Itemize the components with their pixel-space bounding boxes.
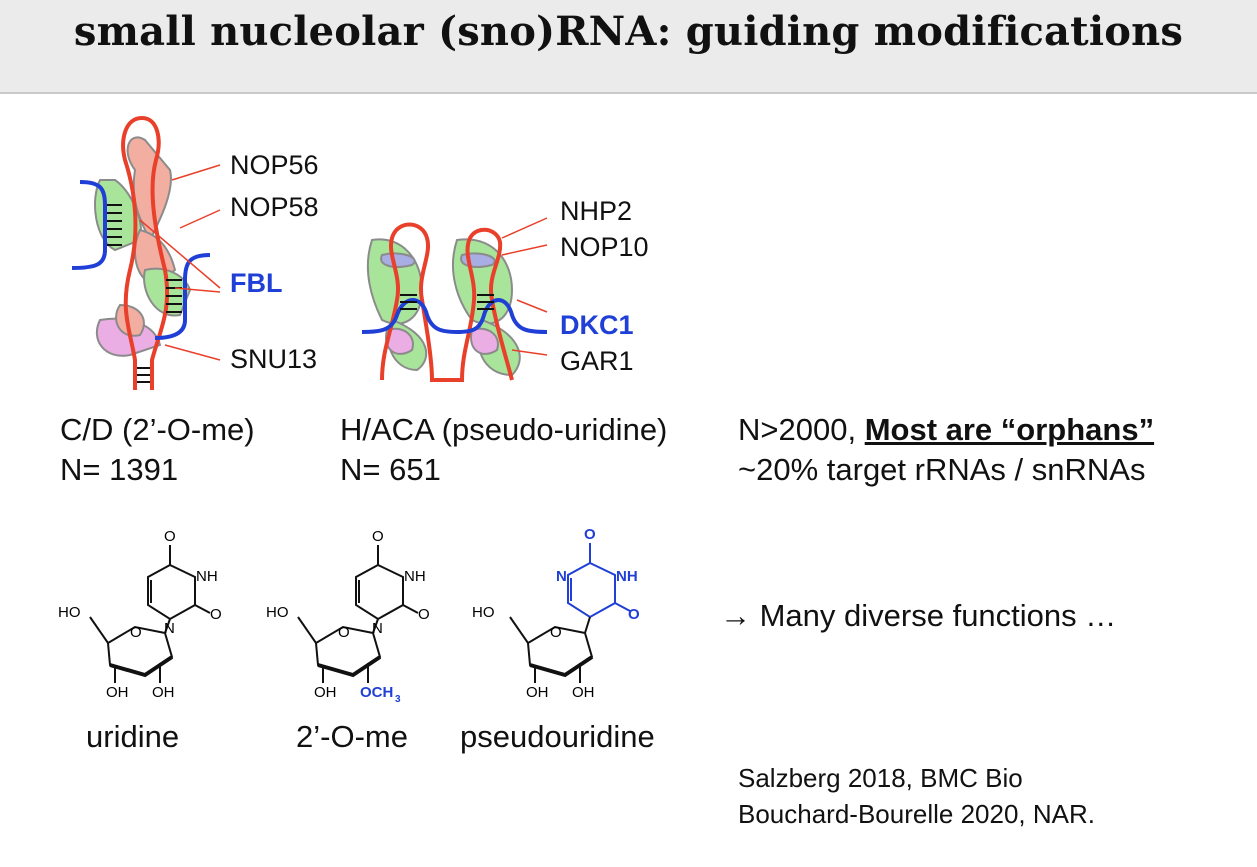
uridine-atom-o-ring: O [130,624,142,641]
pseudouridine-structure: O N NH O HO O OH OH [472,526,640,701]
uridine-name: uridine [86,719,180,754]
haca-snorna [380,222,514,382]
methyl-atom-och: OCH [360,684,393,701]
snu13-protein-2 [115,303,145,337]
methyl-atom-nh: NH [404,568,426,585]
methyl-name: 2’-O-me [296,719,408,754]
uridine-atom-o-right: O [210,606,222,623]
summary-targets: ~20% target rRNAs / snRNAs [738,452,1146,487]
label-nop56: NOP56 [230,150,319,180]
summary-orphans: Most are “orphans” [864,412,1155,447]
dkc1-protein-2 [451,238,514,325]
cd-target-rna-1 [71,180,107,270]
haca-target-rna [361,298,548,335]
reference-2: Bouchard-Bourelle 2020, NAR. [738,799,1095,829]
pseudo-atom-n: N [556,568,567,585]
summary-block: N>2000, Most are “orphans” ~20% target r… [738,410,1154,490]
pseudo-atom-oh-1: OH [526,684,549,701]
uridine-atom-oh-1: OH [106,684,129,701]
methyl-atom-ho: HO [266,604,289,621]
cd-count: N= 1391 [60,452,179,487]
methyl-atom-o-right: O [418,606,430,623]
haca-type: H/ACA (pseudo-uridine) [340,412,668,447]
pseudo-atom-o-right: O [628,606,640,623]
label-nhp2: NHP2 [560,196,633,226]
nhp2-protein-1 [380,252,416,268]
methyl-atom-o-ring: O [338,624,350,641]
uridine-atom-o-top: O [164,528,176,545]
methyl-atom-n: N [372,620,383,637]
methyl-atom-o-top: O [372,528,384,545]
haca-snornp-diagram [361,217,548,382]
methyl-structure: O NH O N HO O OH OCH 3 [266,528,430,705]
cd-snornp-diagram [71,115,221,390]
cd-snorna [121,115,170,390]
cd-caption: C/D (2’-O-me) N= 1391 [60,410,255,490]
uridine-atom-ho: HO [58,604,81,621]
slide-title: small nucleolar (sno)RNA: guiding modifi… [73,8,1184,55]
summary-total-prefix: N>2000, [738,412,865,447]
label-gar1: GAR1 [560,346,634,376]
haca-caption: H/ACA (pseudo-uridine) N= 651 [340,410,667,490]
label-nop58: NOP58 [230,192,319,222]
references: Salzberg 2018, BMC Bio Bouchard-Bourelle… [738,760,1095,832]
pseudouridine-name: pseudouridine [460,719,655,754]
functions-line: → Many diverse functions … [720,598,1117,633]
label-snu13: SNU13 [230,344,318,374]
cd-type: C/D (2’-O-me) [60,412,255,447]
haca-count: N= 651 [340,452,441,487]
cd-target-rna-2 [154,253,211,340]
pseudo-atom-nh: NH [616,568,638,585]
methyl-atom-subscript: 3 [395,694,401,705]
summary-total: N>2000, Most are “orphans” [738,410,1154,450]
pseudo-atom-ho: HO [472,604,495,621]
uridine-atom-oh-2: OH [152,684,175,701]
uridine-atom-nh: NH [196,568,218,585]
label-nop10: NOP10 [560,232,649,262]
pseudo-atom-o-ring: O [550,624,562,641]
methyl-atom-oh: OH [314,684,337,701]
label-dkc1: DKC1 [560,310,634,340]
reference-1: Salzberg 2018, BMC Bio [738,763,1023,793]
uridine-structure: O NH O N HO O OH OH [58,528,222,701]
pink-protein-2 [470,327,499,355]
label-fbl: FBL [230,268,283,298]
title-bar: small nucleolar (sno)RNA: guiding modifi… [0,0,1257,94]
pseudo-atom-o-top: O [584,526,596,543]
uridine-atom-n: N [164,620,175,637]
pseudo-atom-oh-2: OH [572,684,595,701]
